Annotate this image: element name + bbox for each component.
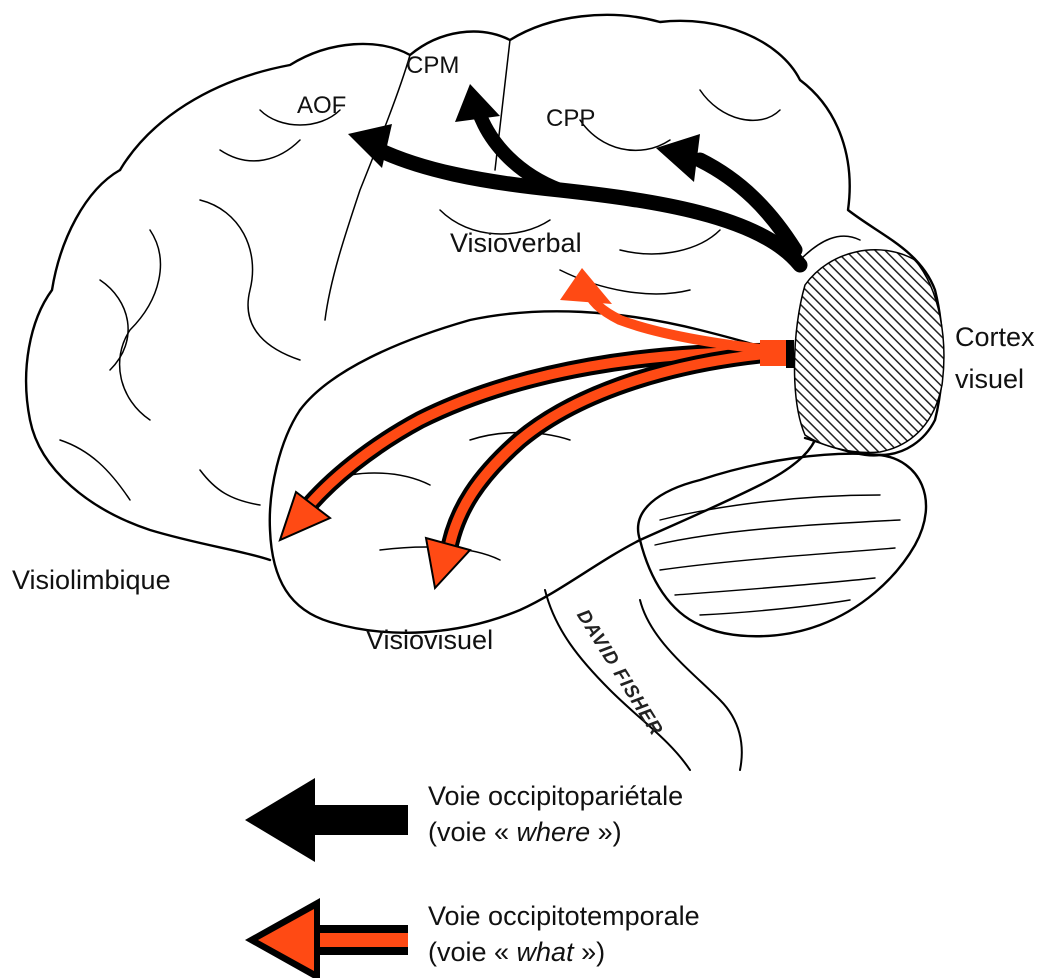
- legend-what-arrow: [245, 898, 408, 978]
- dorsal-arrowhead-aof: [348, 124, 392, 168]
- legend-where-text: Voie occipitopariétale (voie « where »): [428, 778, 683, 851]
- legend-what-line2: (voie « what »): [428, 934, 700, 970]
- visual-cortex-hatched: [794, 250, 943, 453]
- label-visiolimbique: Visiolimbique: [12, 565, 171, 596]
- label-cpm: CPM: [406, 52, 459, 80]
- legend-what-text: Voie occipitotemporale (voie « what »): [428, 898, 700, 971]
- ventral-origin-block: [760, 340, 790, 366]
- ventral-stream-arrows: [280, 268, 794, 588]
- legend-where-line2: (voie « where »): [428, 814, 683, 850]
- dorsal-arrowhead-cpp: [656, 134, 700, 182]
- legend-where-line1: Voie occipitopariétale: [428, 778, 683, 814]
- dorsal-arrow-to-aof: [375, 148, 800, 265]
- label-cortex-line2: visuel: [955, 364, 1024, 395]
- legend-what-line1: Voie occipitotemporale: [428, 898, 700, 934]
- label-visiovisuel: Visiovisuel: [366, 625, 493, 656]
- label-cpp: CPP: [546, 105, 595, 133]
- ventral-arrow-to-visioverbal: [588, 290, 788, 352]
- label-cortex-line1: Cortex: [955, 322, 1035, 353]
- dorsal-arrowhead-cpm: [455, 84, 500, 122]
- label-visioverbal: Visioverbal: [450, 228, 582, 259]
- ventral-arrowhead-visiovisuel: [426, 538, 470, 588]
- label-aof: AOF: [297, 92, 346, 120]
- legend-where-arrow: [245, 778, 408, 862]
